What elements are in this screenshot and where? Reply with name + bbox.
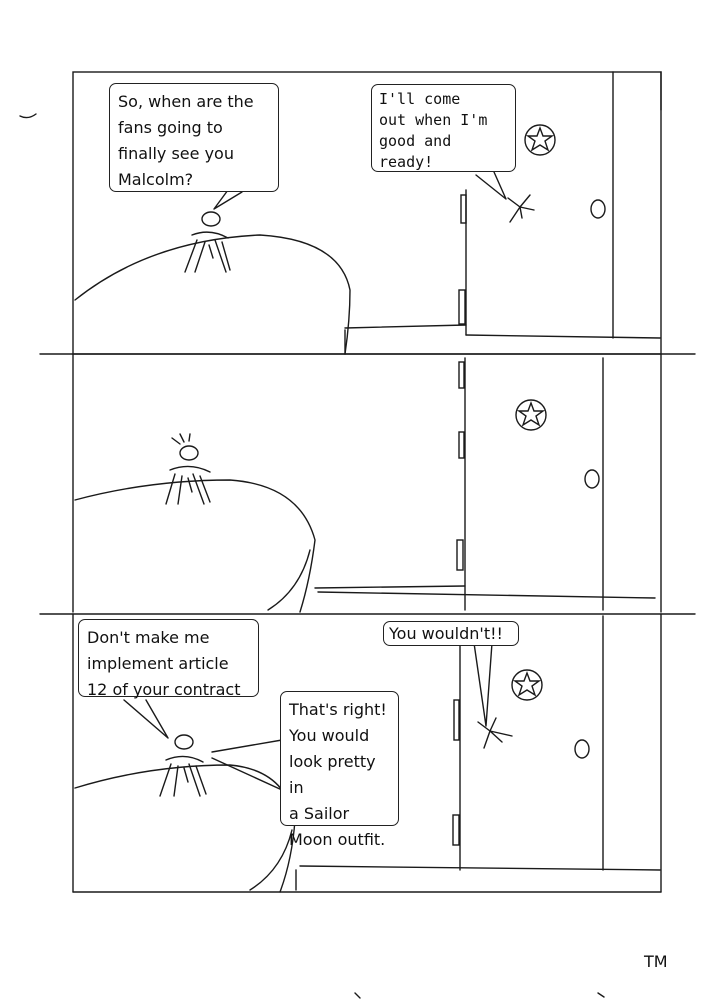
character-body — [159, 755, 207, 797]
panel-2-art — [39, 353, 696, 615]
speech-bubble-you-wouldnt: You wouldn't!! — [383, 621, 519, 646]
stray-mark — [354, 992, 605, 999]
hinge-bottom — [456, 539, 464, 571]
speech-bubble-sailor-moon: That's right! You would look pretty in a… — [280, 691, 399, 849]
character-head — [201, 211, 221, 227]
bubble-1-tail — [213, 189, 243, 210]
door-star-icon — [525, 126, 555, 152]
door-bottom — [465, 334, 661, 339]
floor-line — [344, 324, 467, 329]
door-knob — [574, 739, 590, 759]
panel-1-art — [39, 71, 696, 355]
speech-bubble-contract: Don't make me implement article 12 of yo… — [78, 619, 259, 699]
door-star-icon — [512, 671, 542, 697]
floor-line — [314, 585, 466, 589]
hinge-mid — [458, 431, 465, 459]
door-star-icon — [516, 401, 546, 427]
stray-mark — [19, 113, 37, 119]
blob-body — [74, 479, 316, 613]
door-bottom — [299, 865, 661, 871]
speech-bubble-come-out: I'll come out when I'm good and ready! — [371, 84, 516, 172]
surprise-marks — [171, 433, 191, 445]
bubble-5-tail — [473, 642, 493, 727]
hinge-bottom — [452, 814, 460, 846]
door-knob — [590, 199, 606, 219]
hinge-bottom — [458, 289, 466, 325]
door-star-circle — [515, 399, 547, 431]
speech-bubble-fans: So, when are the fans going to finally s… — [109, 83, 279, 192]
bubble-3-tail — [123, 699, 169, 739]
blob-body — [74, 234, 351, 355]
panel-3-art — [72, 613, 662, 893]
bubble-2-tail — [475, 171, 507, 200]
hinge-top — [460, 194, 467, 224]
bubble-4-tail — [211, 739, 283, 791]
character-body — [165, 465, 211, 505]
character-head — [174, 734, 194, 750]
character-body — [184, 231, 231, 273]
sound-burst — [507, 194, 535, 223]
hinge-top — [458, 361, 465, 389]
trademark-mark: TM — [644, 952, 668, 971]
sound-burst — [477, 717, 513, 749]
door-bottom — [317, 591, 656, 599]
door-star-circle — [511, 669, 543, 701]
blob-edge — [249, 829, 293, 891]
character-head — [179, 445, 199, 461]
door-star-circle — [524, 124, 556, 156]
hinge-top — [453, 699, 460, 741]
door-knob — [584, 469, 600, 489]
blob-body — [74, 764, 296, 893]
blob-edge — [267, 549, 311, 611]
